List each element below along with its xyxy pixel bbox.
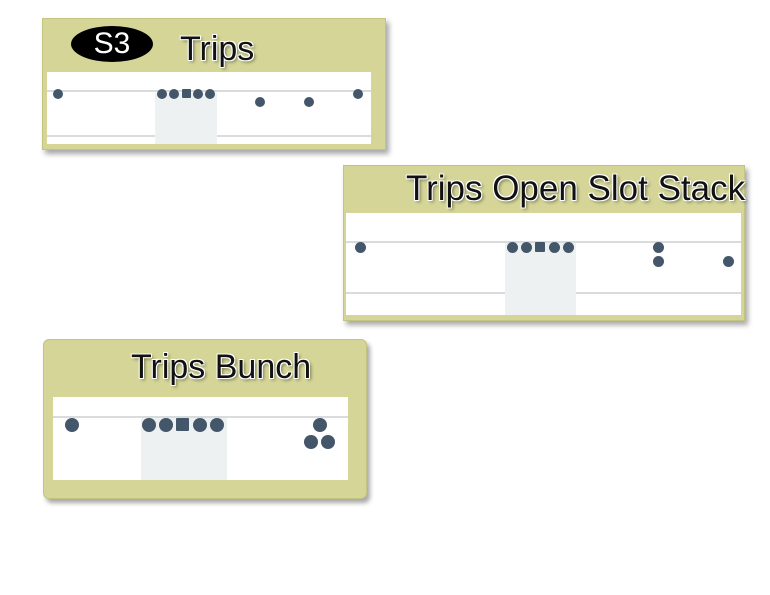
line-of-scrimmage: [53, 416, 348, 418]
player: [353, 89, 363, 99]
player: [159, 418, 173, 432]
field: [53, 397, 348, 480]
card-title: Trips Bunch: [131, 348, 312, 386]
player: [169, 89, 179, 99]
card-title: Trips Open Slot Stack: [406, 169, 746, 208]
card-title: Trips: [180, 30, 255, 68]
player: [304, 97, 314, 107]
player: [653, 242, 664, 253]
player: [304, 435, 318, 449]
player: [142, 418, 156, 432]
field: [346, 213, 741, 315]
player: [255, 97, 265, 107]
center-player: [535, 242, 545, 252]
formation-card-trips-open-slot-stack[interactable]: Trips Open Slot Stack: [343, 165, 745, 321]
player: [193, 418, 207, 432]
player: [723, 256, 734, 267]
player: [210, 418, 224, 432]
field: [47, 72, 371, 144]
player: [53, 89, 63, 99]
player: [549, 242, 560, 253]
player: [157, 89, 167, 99]
center-player: [176, 418, 189, 431]
formation-card-trips[interactable]: S3 Trips: [42, 18, 386, 150]
player: [653, 256, 664, 267]
player: [521, 242, 532, 253]
player: [321, 435, 335, 449]
center-player: [182, 89, 191, 98]
box-zone: [505, 243, 576, 315]
player: [507, 242, 518, 253]
player: [355, 242, 366, 253]
player: [563, 242, 574, 253]
player: [65, 418, 79, 432]
player: [205, 89, 215, 99]
player: [313, 418, 327, 432]
formation-card-trips-bunch[interactable]: Trips Bunch: [43, 339, 367, 499]
player: [193, 89, 203, 99]
s3-badge: S3: [71, 26, 153, 62]
box-zone: [155, 93, 217, 144]
